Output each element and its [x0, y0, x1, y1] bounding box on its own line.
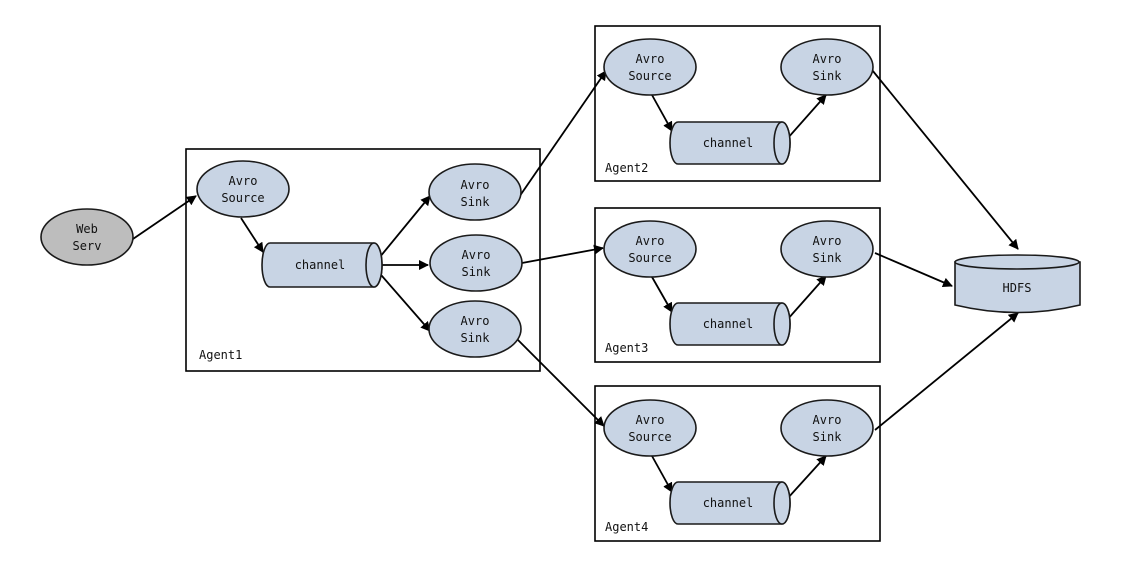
edge-agent1-sink2-to-agent3	[521, 244, 604, 264]
agent1-avro-sink-1	[428, 163, 522, 221]
agent2-sink-line1: Avro	[813, 52, 842, 66]
agent3-channel-label: channel	[703, 317, 754, 331]
agent2-channel-cap	[773, 121, 791, 165]
agent4-channel-label: channel	[703, 496, 754, 510]
hdfs-label: HDFS	[1003, 281, 1032, 295]
hdfs-store: HDFS	[954, 254, 1081, 314]
agent2-label: Agent2	[605, 161, 648, 175]
edge-web-to-agent1-source	[129, 195, 197, 242]
edge-agent3-source-to-channel	[651, 276, 673, 313]
agent3-source-line2: Source	[628, 251, 671, 265]
edge-agent2-sink-to-hdfs	[867, 64, 1019, 250]
agent4-sink-line1: Avro	[813, 413, 842, 427]
edge-agent1-sink1-to-agent2	[516, 70, 607, 201]
agent1-sink3-line1: Avro	[461, 314, 490, 328]
agent3-sink-line1: Avro	[813, 234, 842, 248]
agent2-channel-label: channel	[703, 136, 754, 150]
agent1-label: Agent1	[199, 348, 242, 362]
hdfs-body	[954, 261, 1081, 314]
agent1-channel: channel	[261, 242, 383, 288]
agent1-sink1-line1: Avro	[461, 178, 490, 192]
agent1-sink3-line2: Sink	[461, 331, 491, 345]
agent2-avro-source	[603, 38, 697, 96]
hdfs-top	[954, 254, 1080, 270]
edge-agent4-source-to-channel	[651, 455, 673, 493]
agent4-avro-source	[603, 399, 697, 457]
edge-agent2-source-to-channel	[651, 94, 673, 132]
edge-agent1-sink3-to-agent4	[515, 337, 605, 427]
agent3-avro-sink	[780, 220, 874, 278]
edge-agent3-sink-to-hdfs	[874, 252, 953, 288]
agent3-source-line1: Avro	[636, 234, 665, 248]
edge-agent1-source-to-channel	[240, 217, 264, 253]
agent4-label: Agent4	[605, 520, 648, 534]
agent1-avro-sink-2	[429, 234, 523, 292]
agent4-source-line2: Source	[628, 430, 671, 444]
agent2-sink-line2: Sink	[813, 69, 843, 83]
agent4-avro-sink	[780, 399, 874, 457]
agent1-sink2-line1: Avro	[462, 248, 491, 262]
edge-agent2-channel-to-sink	[786, 94, 827, 140]
agent1-sink1-line2: Sink	[461, 195, 491, 209]
agent4-sink-line2: Sink	[813, 430, 843, 444]
web-server-label-line1: Web	[76, 222, 98, 236]
agent1-avro-source	[196, 160, 290, 218]
edge-agent1-channel-to-sink3	[374, 267, 431, 332]
edge-agent1-channel-to-sink1	[374, 195, 431, 264]
agent4-source-line1: Avro	[636, 413, 665, 427]
agent1-channel-cap	[365, 242, 383, 288]
edge-agent3-channel-to-sink	[786, 275, 827, 321]
edge-agent4-channel-to-sink	[786, 455, 827, 500]
agent2-source-line1: Avro	[636, 52, 665, 66]
agent1-channel-label: channel	[295, 258, 346, 272]
agent1-sink2-line2: Sink	[462, 265, 492, 279]
web-server-node	[40, 208, 134, 266]
agent1-source-line1: Avro	[229, 174, 258, 188]
agent2-avro-sink	[780, 38, 874, 96]
agent1-source-line2: Source	[221, 191, 264, 205]
agent3-avro-source	[603, 220, 697, 278]
edge-agent4-sink-to-hdfs	[874, 312, 1019, 431]
agent1-avro-sink-3	[428, 300, 522, 358]
agent4-channel-cap	[773, 481, 791, 525]
agent3-label: Agent3	[605, 341, 648, 355]
agent3-sink-line2: Sink	[813, 251, 843, 265]
agent4-channel: channel	[669, 481, 791, 525]
agent2-channel: channel	[669, 121, 791, 165]
agent3-channel-cap	[773, 302, 791, 346]
agent3-channel: channel	[669, 302, 791, 346]
web-server-label-line2: Serv	[73, 239, 102, 253]
agent2-source-line2: Source	[628, 69, 671, 83]
